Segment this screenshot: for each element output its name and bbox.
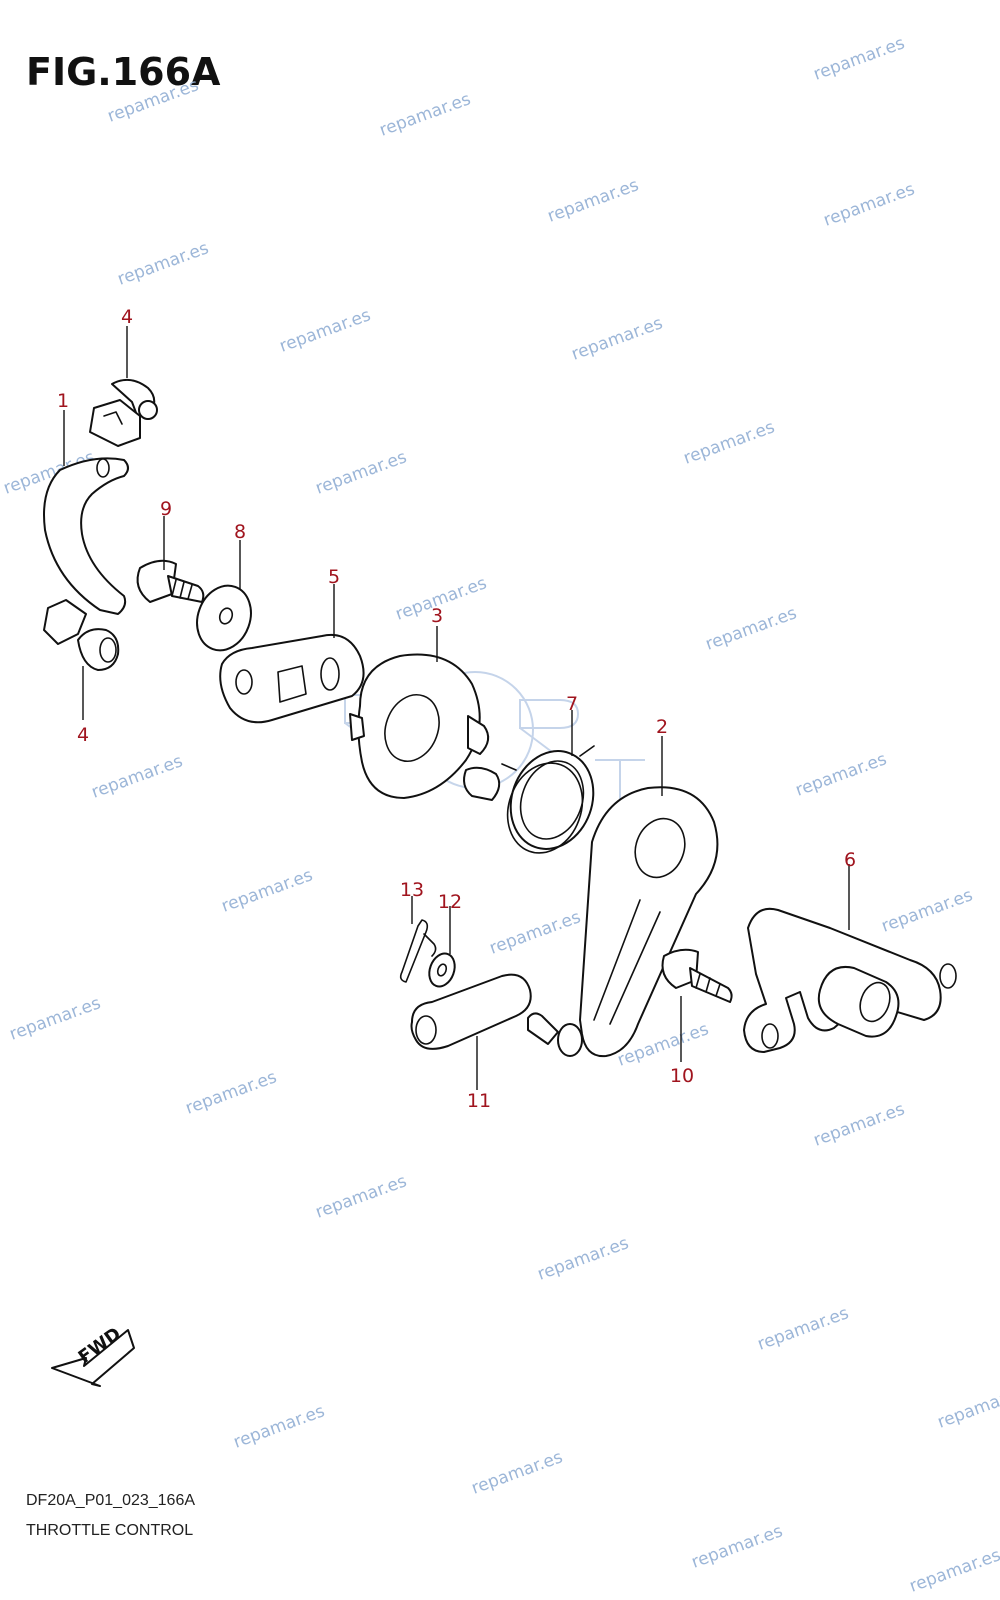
watermark: repamar.es	[545, 175, 642, 226]
watermark: repamar.es	[535, 1233, 632, 1284]
watermark: repamar.es	[377, 89, 474, 140]
callout-8: 8	[234, 521, 246, 543]
callout-4-upper: 4	[121, 306, 133, 328]
fwd-arrow-icon: FWD	[51, 1323, 135, 1387]
part-4-upper-clip	[89, 378, 158, 447]
watermark: repamar.es	[681, 417, 778, 468]
part-4-lower-clip	[43, 599, 120, 671]
callout-3: 3	[431, 605, 443, 627]
watermark: repamar.es	[811, 1099, 908, 1150]
watermark: repamar.es	[89, 751, 186, 802]
watermark: repamar.es	[569, 313, 666, 364]
callout-2: 2	[656, 716, 668, 738]
callout-11: 11	[467, 1090, 491, 1112]
watermark: repamar.es	[313, 447, 410, 498]
part-3-cam	[349, 653, 501, 801]
part-1-hose	[43, 457, 129, 615]
callout-5: 5	[328, 566, 340, 588]
watermark: repamar.es	[219, 865, 316, 916]
part-8-washer	[196, 584, 252, 652]
callout-12: 12	[438, 891, 462, 913]
diagram-caption: THROTTLE CONTROL	[26, 1522, 194, 1539]
part-7-spring	[501, 745, 595, 854]
part-9-bolt	[136, 559, 205, 603]
callout-4-lower: 4	[77, 724, 89, 746]
watermark: repamar.es	[115, 238, 212, 289]
part-11-link-arm	[410, 973, 532, 1050]
watermark: repamar.es	[755, 1303, 852, 1354]
watermark: repamar.es	[313, 1171, 410, 1222]
part-12-washer	[428, 952, 456, 988]
callout-6: 6	[844, 849, 856, 871]
part-5-plate	[219, 634, 365, 724]
diagram-code: DF20A_P01_023_166A	[26, 1492, 196, 1509]
watermark: repamar.es	[821, 179, 918, 230]
watermark: repamar.es	[469, 1447, 566, 1498]
part-6-bracket	[743, 907, 957, 1053]
watermark: repamar.es	[703, 603, 800, 654]
leader-lines	[63, 326, 850, 1090]
watermark: repamar.es	[231, 1401, 328, 1452]
watermark: repamar.es	[277, 305, 374, 356]
watermark: repamar.es	[183, 1067, 280, 1118]
watermark: repamar.es	[907, 1545, 1000, 1596]
part-10-bolt	[661, 948, 733, 1003]
watermark: repamar.es	[689, 1521, 786, 1572]
watermark: repamar.es	[935, 1381, 1000, 1432]
watermark: repamar.es	[879, 885, 976, 936]
callout-9: 9	[160, 498, 172, 520]
watermark: repamar.es	[7, 993, 104, 1044]
watermark: repamar.es	[105, 75, 202, 126]
callout-1: 1	[57, 390, 69, 412]
watermark: repamar.es	[793, 749, 890, 800]
callout-10: 10	[670, 1065, 694, 1087]
part-13-cotter-pin	[399, 919, 437, 983]
callout-7: 7	[566, 693, 578, 715]
callout-13: 13	[400, 879, 424, 901]
watermark: repamar.es	[487, 907, 584, 958]
watermark: repamar.es	[811, 33, 908, 84]
part-2-throttle-lever	[527, 786, 719, 1058]
callout-labels: 1 2 3 4 4 5 6 7 8 9 10 11 12 13	[57, 306, 856, 1112]
watermark-layer: repamar.es repamar.es repamar.es repamar…	[1, 33, 1000, 1596]
figure-title: FIG.166A	[26, 50, 221, 94]
